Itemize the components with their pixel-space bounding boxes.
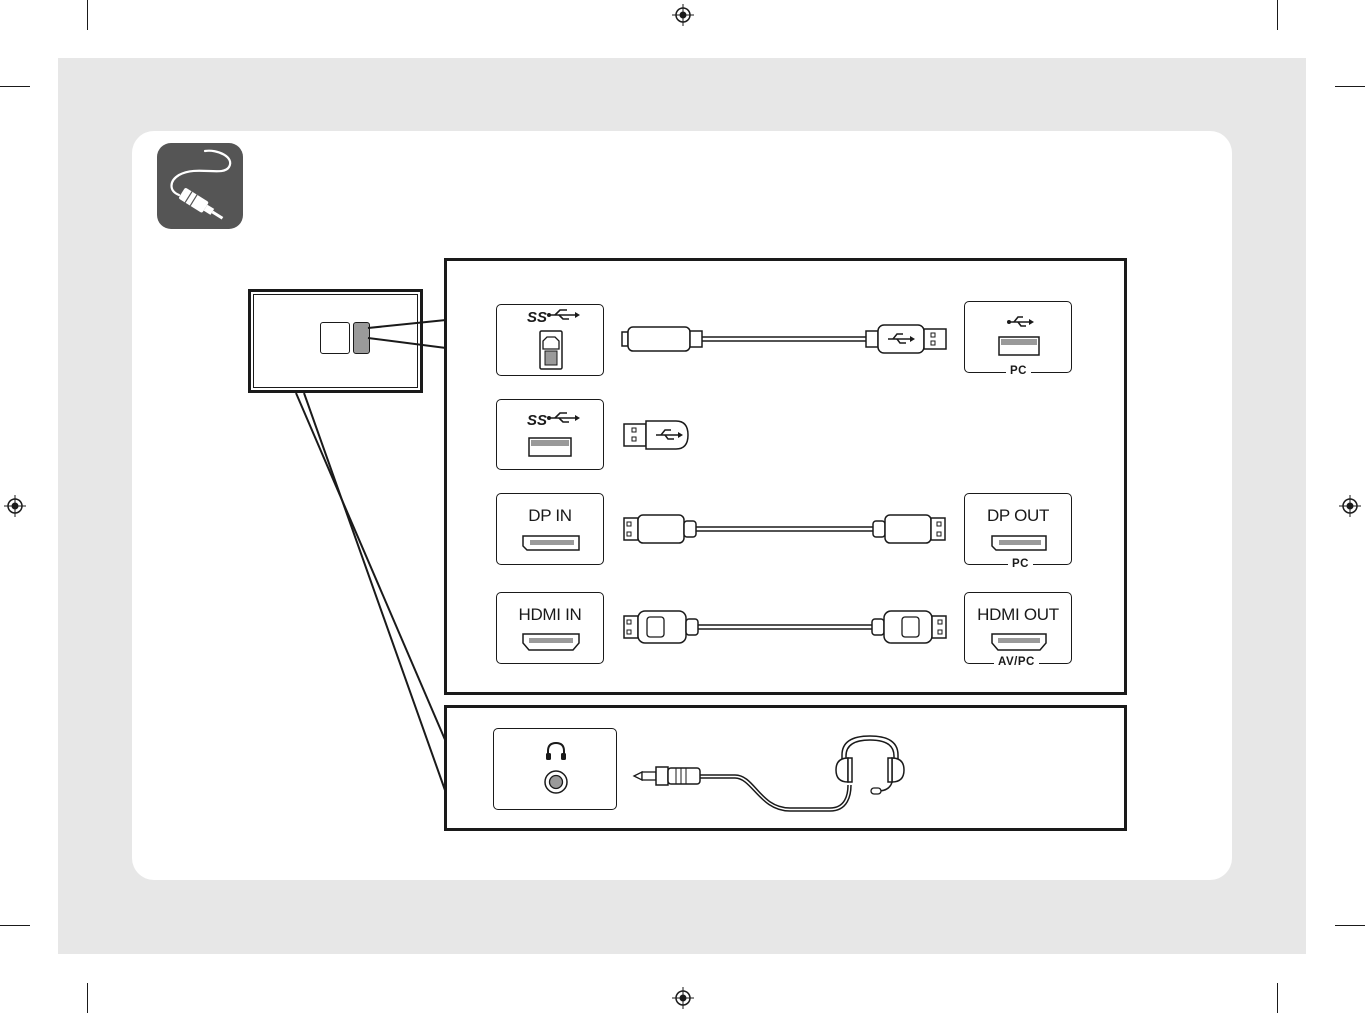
headset-with-cable xyxy=(0,0,1365,1013)
